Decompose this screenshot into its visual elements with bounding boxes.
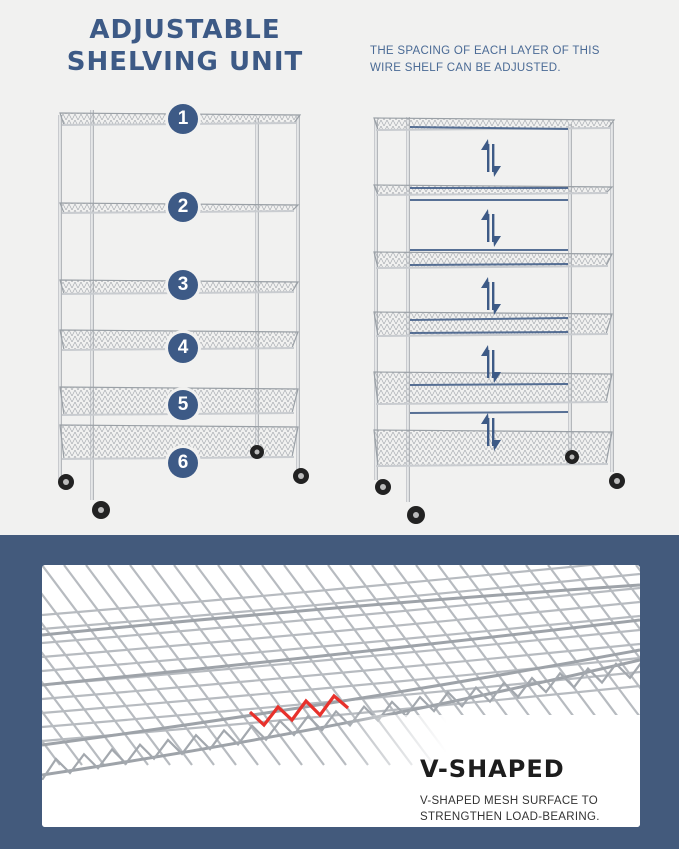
bottom-section: V-SHAPED V-SHAPED MESH SURFACE TO STRENG… (0, 535, 679, 849)
top-section: ADJUSTABLE SHELVING UNIT THE SPACING OF … (40, 14, 640, 524)
adjust-arrows (481, 139, 501, 451)
v-shape-highlight (248, 693, 350, 728)
title-line-2: SHELVING UNIT (66, 47, 304, 77)
adjust-note: THE SPACING OF EACH LAYER OF THIS WIRE S… (370, 43, 640, 77)
feature-desc-line-2: STRENGTHEN LOAD-BEARING. (420, 811, 600, 823)
feature-desc-line-1: V-SHAPED MESH SURFACE TO (420, 795, 599, 807)
layer-number-badge: 2 (168, 192, 198, 222)
layer-number-badge: 3 (168, 270, 198, 300)
shelf-illustrations (58, 110, 625, 524)
up-down-arrow-icon (481, 209, 501, 247)
feature-title: V-SHAPED (420, 755, 565, 783)
layer-number-badge: 4 (168, 333, 198, 363)
up-down-arrow-icon (481, 413, 501, 451)
page-title: ADJUSTABLE SHELVING UNIT (40, 14, 330, 78)
right-shelf-unit (373, 117, 625, 524)
note-line-2: WIRE SHELF CAN BE ADJUSTED. (370, 62, 561, 74)
feature-description: V-SHAPED MESH SURFACE TO STRENGTHEN LOAD… (420, 793, 635, 825)
up-down-arrow-icon (481, 277, 501, 315)
closeup-panel: V-SHAPED V-SHAPED MESH SURFACE TO STRENG… (42, 565, 640, 827)
up-down-arrow-icon (481, 139, 501, 177)
layer-number-badge: 1 (168, 104, 198, 134)
title-line-1: ADJUSTABLE (89, 15, 281, 45)
note-line-1: THE SPACING OF EACH LAYER OF THIS (370, 45, 600, 57)
layer-number-badge: 5 (168, 390, 198, 420)
up-down-arrow-icon (481, 345, 501, 383)
mesh-closeup-image (42, 565, 640, 827)
layer-number-badge: 6 (168, 448, 198, 478)
